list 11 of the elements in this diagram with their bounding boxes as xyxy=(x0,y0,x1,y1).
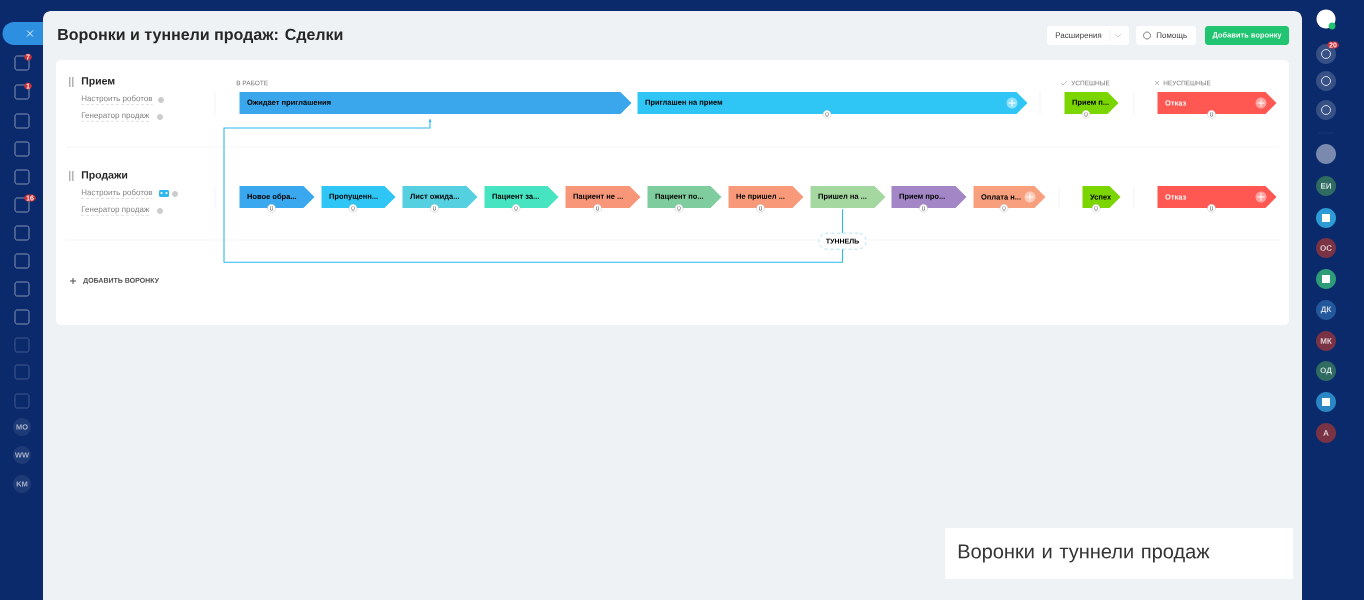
dropdown-button: Расширения xyxy=(1047,26,1129,45)
settings-link: Настроить роботов xyxy=(80,95,153,105)
page-title: Воронки и туннели продаж: Сделки xyxy=(58,28,343,44)
settings-link: Генератор продаж xyxy=(80,206,150,216)
help-button: Помощь xyxy=(1136,26,1196,45)
caption-box: Воронки и туннели продаж xyxy=(945,528,1294,579)
funnel-title: Прием xyxy=(81,77,115,87)
settings-link: Настроить роботов xyxy=(80,189,153,199)
funnel-title: Продажи xyxy=(81,171,128,181)
settings-link: Генератор продаж xyxy=(80,112,150,122)
tunnel-connector xyxy=(223,118,844,263)
